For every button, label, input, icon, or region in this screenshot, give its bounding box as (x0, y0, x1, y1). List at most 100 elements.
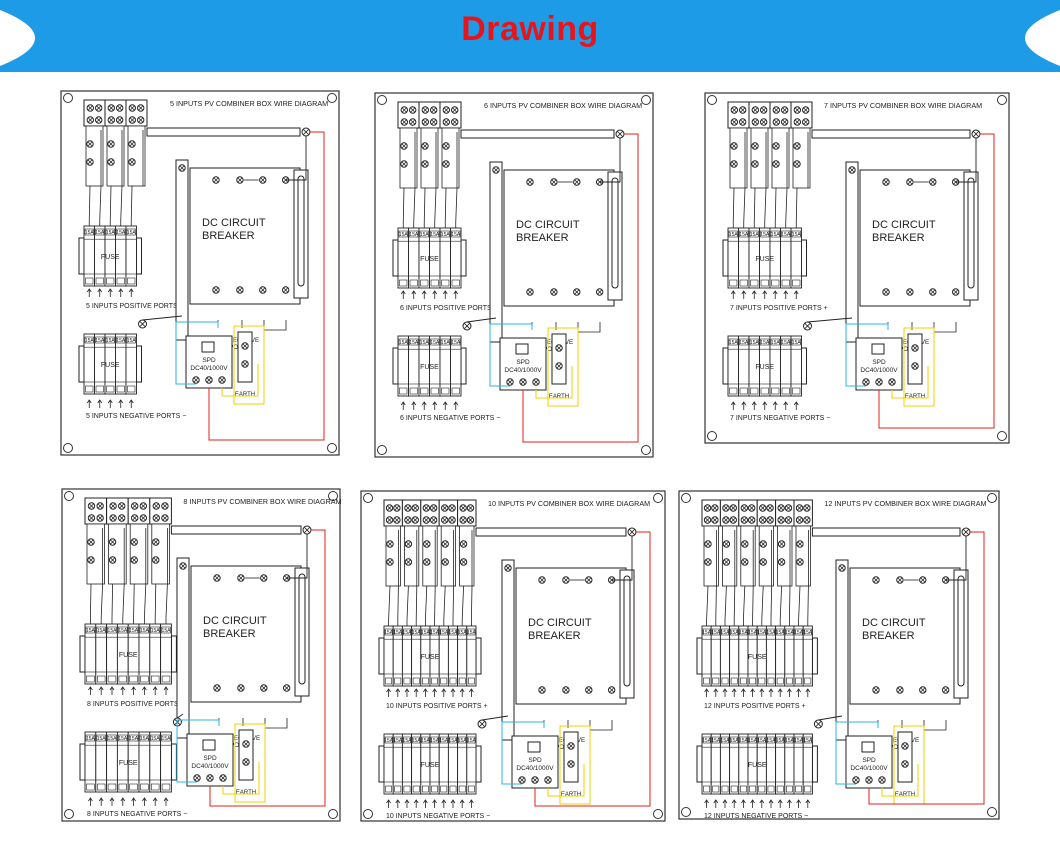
negative-fuse-label: FUSE (421, 762, 440, 769)
positive-fuse-rating: 15A (399, 232, 409, 238)
positive-end-cap (460, 239, 467, 277)
negative-fuse-rating: 15A (116, 338, 126, 344)
screw-slot (527, 179, 533, 185)
positive-fuse-rating: 15A (792, 232, 802, 238)
positive-bottom-terminal (127, 277, 136, 285)
output-bracket (589, 720, 613, 731)
screw-slot (740, 119, 746, 125)
screw-slot (705, 541, 711, 547)
negative-ports-label: 8 INPUTS NEGATIVE PORTS − (87, 811, 187, 818)
screw-slot (796, 517, 803, 523)
negative-arrow-head (787, 799, 792, 804)
positive-fuse-label: FUSE (755, 256, 774, 263)
positive-arrow-head (704, 688, 709, 693)
positive-arrow-head (411, 290, 417, 295)
positive-bottom-terminal (458, 677, 466, 685)
positive-end-cap (170, 635, 177, 673)
fuse-input-wire (425, 585, 428, 626)
positive-bottom-terminal (758, 677, 766, 685)
positive-fuse-rating: 15A (129, 628, 139, 634)
screw-slot (206, 377, 212, 383)
screw-slot (749, 517, 755, 523)
screw-slot (119, 515, 125, 521)
positive-arrow-head (423, 688, 428, 693)
wire-diagram-7-inputs: 7 INPUTS PV COMBINER BOX WIRE DIAGRAM 15A… (704, 92, 1010, 444)
positive-arrow-head (772, 290, 778, 295)
positive-fuse-rating: 15A (439, 630, 449, 636)
positive-fuse-rating: 15A (730, 630, 740, 636)
negative-bottom-terminal (730, 785, 738, 793)
screw-slot (752, 107, 758, 113)
positive-rating-tag (105, 228, 115, 236)
fuse-input-wire (434, 585, 436, 626)
screw-slot (129, 159, 135, 165)
negative-fuse-label: FUSE (119, 760, 138, 767)
mounting-hole (363, 493, 373, 503)
spd-indicator (527, 741, 541, 753)
positive-arrow-head (469, 688, 474, 693)
positive-fuse-rating: 15A (739, 630, 749, 636)
earth-wire-yellow (547, 327, 579, 407)
negative-bottom-terminal (739, 387, 748, 395)
negative-bottom-terminal (792, 387, 801, 395)
negative-arrow-head (421, 401, 427, 406)
negative-bottom-terminal (399, 387, 408, 395)
negative-arrow-head (432, 799, 437, 804)
screw-slot (740, 107, 746, 113)
negative-arrow-head (395, 799, 401, 804)
diagram-svg: 12 INPUTS PV COMBINER BOX WIRE DIAGRAM15… (678, 490, 1000, 820)
positive-rating-tag (760, 230, 770, 238)
negative-bottom-terminal (795, 785, 802, 793)
mounting-hole (681, 807, 691, 817)
screw-slot (410, 119, 416, 125)
negative-bottom-terminal (458, 785, 466, 793)
screw-slot (463, 322, 471, 330)
earth-wire-yellow (233, 325, 265, 405)
screw-slot (779, 559, 785, 565)
diagram-title: 7 INPUTS PV COMBINER BOX WIRE DIAGRAM (824, 101, 982, 110)
positive-arrow-head (796, 688, 801, 693)
negative-fuse-rating: 15A (760, 340, 770, 346)
banner-title: Drawing (461, 10, 599, 48)
screw-slot (953, 289, 959, 295)
positive-fuse-rating: 15A (412, 630, 422, 636)
negative-bottom-terminal (767, 785, 775, 793)
positive-end-cap (392, 239, 399, 277)
negative-bottom-terminal (431, 785, 438, 793)
diagram-title: 6 INPUTS PV COMBINER BOX WIRE DIAGRAM (484, 101, 642, 110)
positive-bottom-terminal (161, 675, 171, 683)
fuse-input-wire (753, 187, 756, 228)
negative-fuse-rating: 15A (420, 340, 430, 346)
positive-fuse-rating: 15A (781, 232, 791, 238)
screw-slot (804, 505, 810, 511)
negative-bottom-terminal (440, 785, 448, 793)
negative-end-cap (378, 745, 385, 783)
screw-slot (242, 343, 248, 349)
positive-bottom-terminal (96, 675, 106, 683)
screw-slot (785, 505, 792, 511)
negative-fuse-rating: 15A (757, 738, 767, 744)
negative-arrow-head (118, 399, 124, 404)
screw-slot (153, 503, 159, 509)
positive-fuse-rating: 15A (794, 630, 804, 636)
negative-fuse-rating: 15A (748, 738, 758, 744)
screw-slot (214, 685, 220, 691)
negative-rating-tag (118, 734, 128, 742)
negative-fuse-rating: 15A (151, 736, 161, 742)
positive-fuse-holder (790, 227, 802, 289)
screw-slot (401, 119, 407, 125)
screw-slot (237, 287, 243, 293)
screw-slot (849, 167, 855, 173)
positive-arrow-head (768, 688, 774, 693)
negative-ports-label: 7 INPUTS NEGATIVE PORTS − (730, 415, 830, 422)
negative-fuse-rating: 15A (776, 738, 786, 744)
positive-arrow-head (120, 686, 126, 691)
positive-bottom-terminal (750, 279, 759, 287)
screw-slot (778, 517, 784, 523)
positive-rating-tag (116, 228, 126, 236)
negative-bottom-terminal (86, 783, 95, 791)
screw-slot (731, 119, 737, 125)
